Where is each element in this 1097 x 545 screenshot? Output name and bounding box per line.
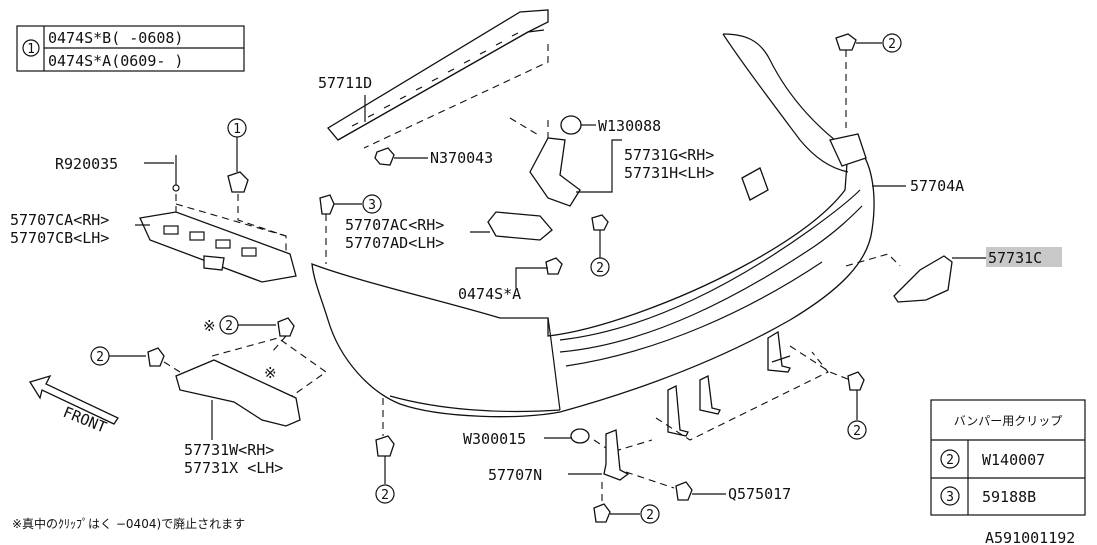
reinforcement-57711d: 57711D — [318, 9, 549, 149]
r-pin-r920035: R920035 — [55, 155, 180, 192]
center-bracket-57707ac: 57707AC<RH> 57707AD<LH> — [345, 211, 553, 252]
label-57707ad: 57707AD<LH> — [345, 234, 444, 252]
label-n370043: N370043 — [430, 149, 493, 167]
label-57707cb: 57707CB<LH> — [10, 229, 109, 247]
diagram-id: A591001192 — [985, 529, 1075, 545]
callout-2-bottom-center: 2 — [646, 508, 654, 523]
variant-table: 1 0474S*B( -0608) 0474S*A(0609- ) — [16, 25, 245, 72]
variant-table-ref: 1 — [27, 42, 35, 57]
label-w300015: W300015 — [463, 430, 526, 448]
asterisk-mark-1: ※ — [203, 317, 216, 335]
clip-table-part-2: 59188B — [982, 488, 1036, 506]
screw-q575017: Q575017 — [625, 471, 791, 503]
label-57707ca: 57707CA<RH> — [10, 211, 109, 229]
callout-1: 1 — [233, 122, 241, 137]
bolt-ref-1: 1 — [227, 118, 249, 193]
mud-guard-inner-57731g: 57731G<RH> 57731H<LH> — [509, 117, 714, 207]
callout-2-asterisk: 2 — [225, 319, 233, 334]
callout-3: 3 — [368, 198, 376, 213]
clip-top-right: 2 — [835, 33, 902, 128]
screw-center: 2 — [590, 214, 610, 277]
footnote: ※真中のｸﾘｯﾌﾟはく −0404)で廃止されます — [12, 516, 245, 531]
callout-2-center: 2 — [596, 261, 604, 276]
label-57707n: 57707N — [488, 466, 542, 484]
clip-table-ref-1: 2 — [946, 453, 954, 468]
label-57704a: 57704A — [910, 177, 964, 195]
lower-bracket-57707n: 57707N — [488, 429, 630, 484]
label-57707ac: 57707AC<RH> — [345, 216, 444, 234]
bumper-face-57704a: 57704A — [311, 33, 964, 418]
label-57731g: 57731G<RH> — [624, 146, 714, 164]
clip-asterisk-2: ※ 2 ※ — [203, 315, 295, 382]
clip-w130088: W130088 — [560, 115, 661, 135]
label-57731x: 57731X <LH> — [184, 459, 283, 477]
clip-w300015: W300015 — [463, 428, 590, 448]
lower-brackets — [593, 330, 851, 453]
clip-right-2: 2 — [847, 371, 867, 440]
callout-2-bottom-left: 2 — [381, 488, 389, 503]
label-r920035: R920035 — [55, 155, 118, 173]
clip-3-left: 3 — [319, 194, 382, 264]
highlight-57731c — [986, 247, 1062, 267]
asterisk-mark-2: ※ — [264, 364, 277, 382]
callout-2-top: 2 — [888, 37, 896, 52]
front-arrow: FRONT — [28, 374, 119, 437]
clip-n370043: N370043 — [374, 147, 493, 167]
label-57731w: 57731W<RH> — [184, 441, 274, 459]
label-57711d: 57711D — [318, 74, 372, 92]
callout-2-left: 2 — [96, 350, 104, 365]
side-bracket-57707ca: 57707CA<RH> 57707CB<LH> — [10, 194, 297, 283]
right-guard-57731c: 57731C — [845, 247, 1062, 303]
clip-left-2: 2 — [90, 346, 181, 373]
left-guard-57731w: 57731W<RH> 57731X <LH> — [175, 337, 327, 477]
label-0474sa: 0474S*A — [458, 285, 521, 303]
label-q575017: Q575017 — [728, 485, 791, 503]
variant-row-1: 0474S*B( -0608) — [48, 29, 183, 47]
label-w130088: W130088 — [598, 117, 661, 135]
label-57731h: 57731H<LH> — [624, 164, 714, 182]
callout-2-right: 2 — [853, 424, 861, 439]
clip-table-title: バンパー用クリップ — [954, 414, 1063, 428]
bolt-0474sa: 0474S*A — [458, 257, 563, 303]
clip-bottom-left: 2 — [375, 398, 395, 504]
clip-table-ref-2: 3 — [946, 490, 954, 505]
variant-row-2: 0474S*A(0609- ) — [48, 52, 183, 70]
clip-table-part-1: W140007 — [982, 451, 1045, 469]
clip-table: バンパー用クリップ 2 W140007 3 59188B — [930, 399, 1086, 516]
label-57731c: 57731C — [988, 249, 1042, 267]
clip-bottom-center: 2 — [593, 482, 660, 524]
